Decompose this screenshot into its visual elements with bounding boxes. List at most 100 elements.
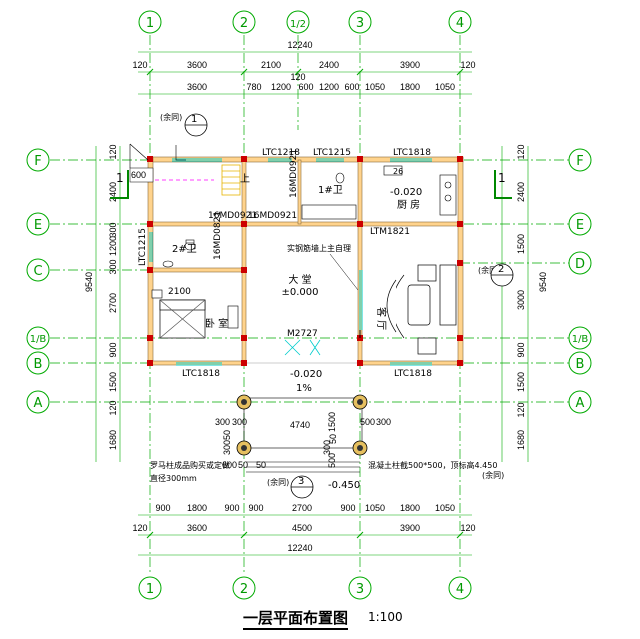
stove-label: 26 bbox=[393, 167, 403, 176]
porch-dim-7: 500 bbox=[327, 453, 337, 468]
page-title: 一层平面布置图 bbox=[243, 607, 349, 630]
porch-dim-6: 600 bbox=[222, 460, 237, 470]
dim-right-total: 9540 bbox=[538, 272, 548, 292]
window-ltc1818-bottom-right: LTC1818 bbox=[394, 369, 432, 379]
axis-label-right-A: A bbox=[576, 396, 585, 411]
axis-label-bottom-4: 4 bbox=[456, 582, 464, 597]
nightstand-icon bbox=[151, 289, 163, 299]
axis-label-left-C: C bbox=[33, 264, 42, 279]
axis-label-top-3: 3 bbox=[356, 16, 364, 31]
axis-label-top-4: 4 bbox=[456, 16, 464, 31]
window-ltc1818-top: LTC1818 bbox=[393, 148, 431, 158]
dim-2100: 2100 bbox=[168, 287, 191, 297]
dim-top2-8: 1050 bbox=[435, 82, 455, 92]
section-left: 1 bbox=[116, 171, 124, 185]
axis-label-bottom-1: 1 bbox=[146, 582, 154, 597]
dim-bot2-2: 4500 bbox=[292, 523, 312, 533]
note-column-left: 罗马柱成品购买或定做 bbox=[150, 460, 230, 470]
dim-top1-2: 2100 bbox=[261, 60, 281, 70]
dim-left-0: 120 bbox=[108, 144, 118, 159]
kitchen-counter-icon bbox=[301, 165, 457, 220]
room-hall-level: ±0.000 bbox=[281, 287, 318, 298]
dim-bot1-2: 900 bbox=[224, 503, 239, 513]
dim-left-7: 1500 bbox=[108, 372, 118, 392]
axis-label-bottom-3: 3 bbox=[356, 582, 364, 597]
dim-bot2-0: 120 bbox=[132, 523, 147, 533]
door-m2727: M2727 bbox=[287, 329, 318, 339]
axis-label-right-F: F bbox=[576, 154, 583, 169]
axis-label-left-B: B bbox=[34, 357, 43, 372]
dim-right-6: 120 bbox=[516, 402, 526, 417]
dim-bot2-1: 3600 bbox=[187, 523, 207, 533]
note-detail-right: (余同) bbox=[482, 470, 504, 480]
porch-dim-5: 300 bbox=[376, 417, 391, 427]
room-hall: 大 堂 bbox=[288, 273, 311, 286]
dim-top2-6: 1050 bbox=[365, 82, 385, 92]
note-detail-top: (余同) bbox=[160, 112, 182, 122]
dim-bot1-1: 1800 bbox=[187, 503, 207, 513]
room-living: 客 厅 bbox=[375, 307, 388, 330]
index-1: 1 bbox=[191, 114, 197, 125]
index-2: 2 bbox=[498, 264, 504, 275]
walls bbox=[147, 156, 464, 366]
dim-left-2: 300 bbox=[108, 222, 118, 237]
dim-left-total: 9540 bbox=[84, 272, 94, 292]
dim-top2-3: 600 bbox=[298, 82, 313, 92]
dim-top-120: 120 bbox=[290, 72, 305, 82]
axis-grid bbox=[50, 35, 570, 575]
dim-top2-2: 1200 bbox=[271, 82, 291, 92]
porch bbox=[243, 397, 363, 473]
door-ltm1821: LTM1821 bbox=[370, 227, 410, 237]
section-marker-icon bbox=[110, 170, 512, 199]
dim-bot1-5: 900 bbox=[340, 503, 355, 513]
note-column-right: 混凝土柱截500*500，顶标高4.450 bbox=[368, 460, 497, 470]
dim-bot1-6: 1050 bbox=[365, 503, 385, 513]
porch-level: -0.020 bbox=[290, 369, 322, 380]
axis-label-right-1B: 1/B bbox=[572, 334, 589, 345]
dim-bot1-8: 1050 bbox=[435, 503, 455, 513]
note-detail-bottom: (余同) bbox=[267, 477, 289, 487]
dim-bot1-0: 900 bbox=[155, 503, 170, 513]
axis-label-left-1B: 1/B bbox=[30, 334, 47, 345]
dimension-lines bbox=[95, 51, 529, 556]
sofa-icon bbox=[386, 264, 457, 355]
dim-bot1-4: 2700 bbox=[292, 503, 312, 513]
porch-dim-1: 300 bbox=[232, 417, 247, 427]
porch-dim-4: 500 bbox=[360, 417, 375, 427]
porch-dim-9: 300 bbox=[322, 440, 332, 455]
scale-label: 1:100 bbox=[368, 610, 403, 624]
room-bath2: 2#卫 bbox=[172, 244, 197, 255]
step-level: -0.450 bbox=[328, 480, 360, 491]
dim-right-1: 2400 bbox=[516, 182, 526, 202]
window-ltc1818-bottom-left: LTC1818 bbox=[182, 369, 220, 379]
note-wall: 实钢筋墙上主自理 bbox=[287, 243, 351, 253]
note-column-left-2: 直径300mm bbox=[150, 473, 197, 483]
porch-dim-10: 50 bbox=[238, 460, 248, 470]
dim-right-4: 900 bbox=[516, 342, 526, 357]
dim-total-top: 12240 bbox=[287, 40, 312, 50]
axis-label-right-B: B bbox=[576, 357, 585, 372]
index-3: 3 bbox=[298, 476, 304, 487]
dim-left-9: 1680 bbox=[108, 430, 118, 450]
axis-label-left-A: A bbox=[34, 396, 43, 411]
porch-dim-2: 4740 bbox=[290, 420, 310, 430]
dim-top1-4: 3900 bbox=[400, 60, 420, 70]
dim-left-5: 2700 bbox=[108, 293, 118, 313]
bed-icon bbox=[159, 299, 206, 339]
dim-right-5: 1500 bbox=[516, 372, 526, 392]
dim-left-4: 300 bbox=[108, 259, 118, 274]
dim-left-1: 2400 bbox=[108, 182, 118, 202]
porch-dim-12: 50 bbox=[256, 460, 266, 470]
dim-top2-7: 1800 bbox=[400, 82, 420, 92]
dim-right-7: 1680 bbox=[516, 430, 526, 450]
window-ltc1215-top: LTC1215 bbox=[313, 148, 351, 158]
room-bedroom: 卧 室 bbox=[205, 317, 228, 330]
dim-top2-4: 1200 bbox=[319, 82, 339, 92]
door-16md0921-c: 16MD0921 bbox=[289, 149, 299, 198]
porch-dim-13: 50 bbox=[328, 434, 338, 444]
dim-right-0: 120 bbox=[516, 144, 526, 159]
dim-top2-1: 780 bbox=[246, 82, 261, 92]
axis-label-left-E: E bbox=[34, 218, 42, 233]
axis-label-right-D: D bbox=[575, 257, 585, 272]
axis-label-top-1: 1 bbox=[146, 16, 154, 31]
